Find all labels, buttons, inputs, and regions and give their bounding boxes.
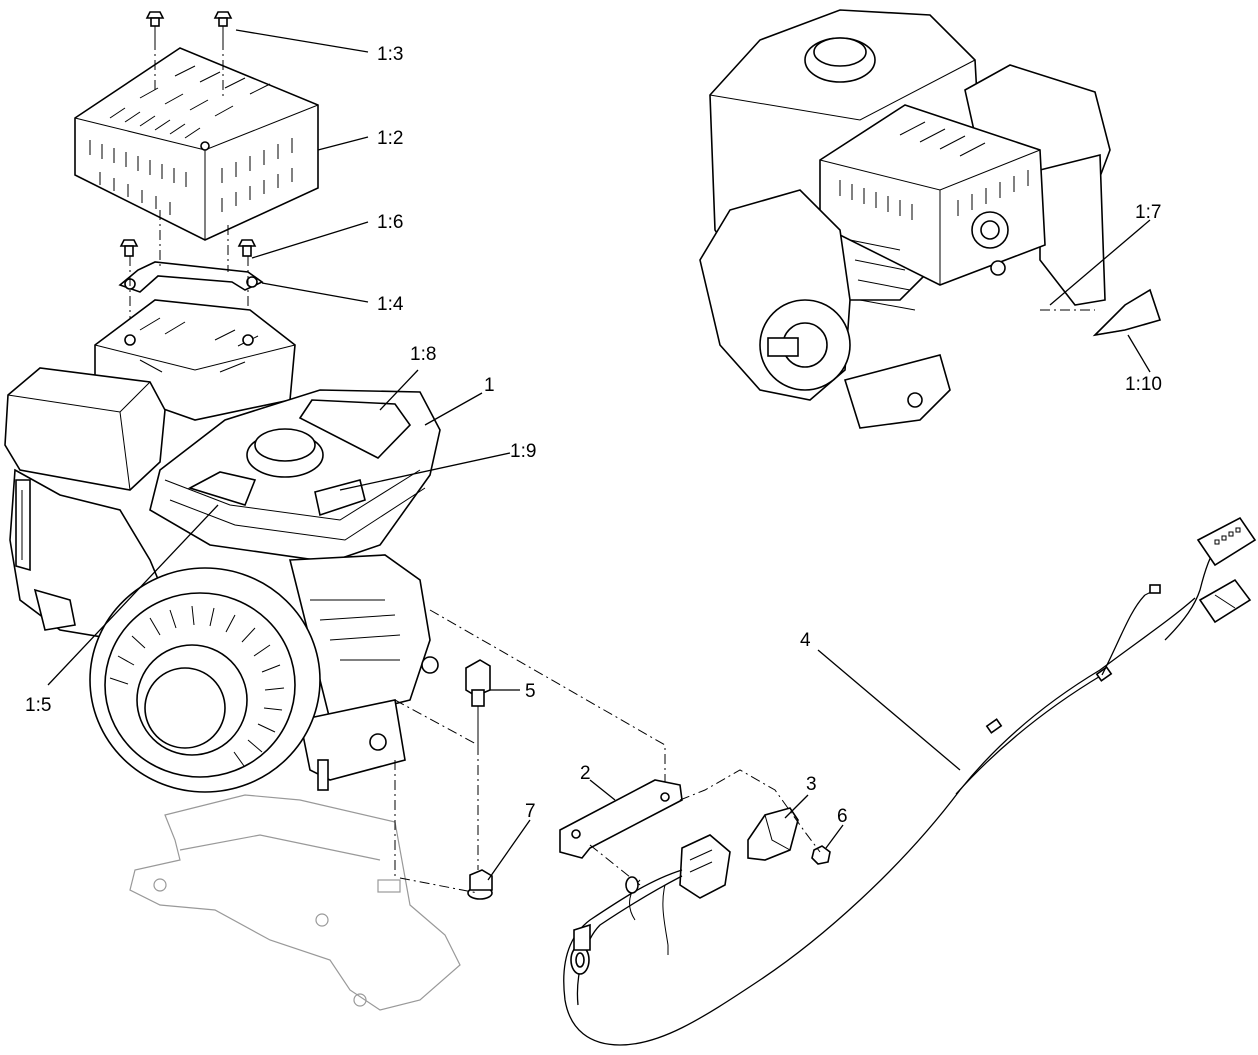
callout-3: 3 [806,774,817,795]
callout-1: 1 [484,375,495,396]
callout-1-6: 1:6 [377,212,403,233]
wire-harness [563,516,1257,1046]
callout-1-8: 1:8 [410,344,436,365]
mount-alignment-lines [394,609,666,894]
guard-mounting-bolts [119,239,257,257]
leader-lines [47,29,1151,881]
engine-mount-plate [129,794,461,1011]
switch-alignment-line [679,769,821,853]
assembled-engine-view [699,9,1162,429]
fuel-tank [149,389,441,563]
callout-6: 6 [837,806,848,827]
callout-1-7: 1:7 [1135,202,1161,223]
air-cleaner [4,367,166,491]
muffler-guard-screws [145,11,233,40]
callout-1-5: 1:5 [25,695,51,716]
muffler-guard [74,47,319,241]
callout-labels: 1:3 1:2 1:6 1:4 1:8 1 1:9 1:5 5 2 3 6 7 … [25,44,1162,827]
callout-1-2: 1:2 [377,128,403,149]
guard-bracket [118,261,264,293]
switch [747,807,799,861]
callout-2: 2 [580,763,591,784]
callout-1-10: 1:10 [1125,374,1162,395]
switch-screw [811,845,831,865]
switch-bracket [559,779,683,859]
callout-1-3: 1:3 [377,44,403,65]
callout-7: 7 [525,801,536,822]
recoil-starter [89,567,321,793]
callout-1-4: 1:4 [377,294,404,315]
engine-mount-bolt [465,659,491,745]
callout-4: 4 [800,630,811,651]
flange-nut [467,869,493,900]
callout-5: 5 [525,681,536,702]
callout-1-9: 1:9 [510,441,536,462]
